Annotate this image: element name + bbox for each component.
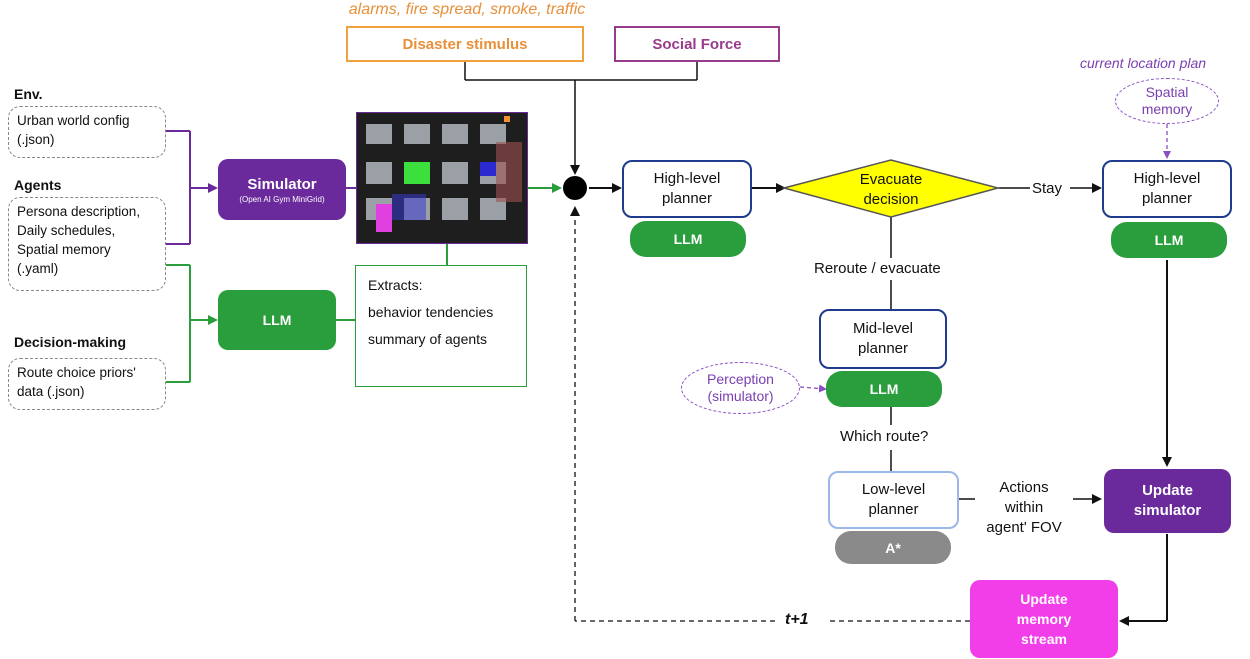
decision-line: Route choice priors'	[17, 365, 136, 380]
simulator-subtitle: (Open AI Gym MiniGrid)	[239, 194, 325, 204]
memory-perception-arrows	[799, 124, 1171, 393]
input-to-llm-lines	[166, 183, 562, 383]
social-force-label: Social Force	[652, 35, 742, 53]
update-memory-line: stream	[1021, 631, 1067, 647]
mid-level-planner: Mid-level planner	[819, 309, 947, 369]
update-simulator-line: Update	[1142, 482, 1193, 499]
evacuate-decision-label: Evacuate decision	[834, 170, 948, 210]
astar-box: A*	[835, 531, 951, 564]
extracts-behavior: behavior tendencies	[368, 304, 494, 320]
update-memory-line: memory	[1016, 611, 1072, 627]
update-memory-stream-box: Update memory stream	[970, 580, 1118, 658]
top-merge-lines	[464, 62, 698, 175]
decision-making-title: Decision-making	[14, 334, 127, 350]
spatial-memory-line: memory	[1141, 101, 1193, 117]
simulator-title: Simulator	[247, 175, 317, 193]
agents-config-box: Persona description, Daily schedules, Sp…	[8, 197, 166, 291]
planner-line: planner	[857, 340, 909, 357]
planner-line: planner	[868, 501, 919, 518]
main-flow-lines	[589, 183, 1172, 626]
agents-line: Daily schedules,	[17, 223, 116, 238]
update-memory-line: Update	[1020, 591, 1068, 607]
decision-making-box: Route choice priors' data (.json)	[8, 358, 166, 410]
t-plus-1-label: t+1	[785, 611, 809, 628]
llm-label: LLM	[673, 231, 703, 247]
feedback-loop-lines	[570, 206, 970, 622]
llm-extractor-box: LLM	[218, 290, 336, 350]
update-simulator-line: simulator	[1133, 502, 1202, 519]
llm-mid-level: LLM	[826, 371, 942, 407]
evacuate-decision-diamond	[781, 159, 1001, 218]
junction-dot	[563, 176, 587, 200]
input-to-simulator-lines	[166, 130, 356, 245]
update-simulator-box: Update simulator	[1104, 469, 1231, 533]
env-config-box: Urban world config (.json)	[8, 106, 166, 158]
actions-line: agent' FOV	[986, 519, 1062, 536]
llm-label: LLM	[1154, 232, 1184, 248]
extracts-box: Extracts: behavior tendencies summary of…	[355, 265, 527, 387]
planner-line: planner	[661, 190, 713, 207]
perception-line: (simulator)	[707, 388, 774, 404]
actions-line: within	[1004, 499, 1044, 516]
llm-extractor-label: LLM	[262, 312, 292, 328]
high-level-planner-right: High-level planner	[1102, 160, 1232, 218]
which-route-label: Which route?	[840, 428, 929, 445]
stay-label: Stay	[1032, 180, 1063, 197]
env-title: Env.	[14, 86, 43, 102]
llm-label: LLM	[869, 381, 899, 397]
planner-line: High-level	[653, 170, 721, 187]
perception-line: Perception	[707, 371, 774, 387]
planner-line: High-level	[1133, 170, 1201, 187]
minigrid-thumbnail	[355, 111, 529, 245]
planner-line: Low-level	[861, 481, 926, 498]
llm-high-level-right: LLM	[1111, 222, 1227, 258]
env-line: Urban world config	[17, 113, 130, 128]
disaster-stimulus-label: Disaster stimulus	[402, 35, 528, 53]
decision-line: data (.json)	[17, 384, 85, 399]
current-location-plan-label: current location plan	[1080, 55, 1207, 71]
extracts-summary: summary of agents	[368, 331, 488, 347]
agents-line: Spatial memory	[17, 242, 111, 257]
agents-line: (.yaml)	[17, 261, 59, 276]
extracts-title: Extracts:	[368, 277, 423, 293]
planner-line: planner	[1141, 190, 1193, 207]
env-line: (.json)	[17, 132, 55, 147]
planner-line: Mid-level	[852, 320, 913, 337]
agents-line: Persona description,	[17, 204, 141, 219]
reroute-label: Reroute / evacuate	[812, 260, 943, 277]
high-level-planner-left: High-level planner	[622, 160, 752, 218]
agents-title: Agents	[14, 177, 62, 193]
llm-high-level-left: LLM	[630, 221, 746, 257]
actions-label: Actions within agent' FOV	[975, 478, 1073, 538]
perception-ellipse: Perception(simulator)	[681, 362, 800, 414]
social-force-box: Social Force	[614, 26, 780, 62]
spatial-memory-line: Spatial	[1145, 84, 1189, 100]
actions-line: Actions	[999, 479, 1049, 496]
astar-label: A*	[885, 539, 901, 556]
minigrid-image	[355, 111, 529, 245]
decision-line: decision	[863, 191, 919, 208]
simulator-box: Simulator (Open AI Gym MiniGrid)	[218, 159, 346, 220]
stimulus-caption: alarms, fire spread, smoke, traffic	[348, 1, 586, 18]
low-level-planner: Low-level planner	[828, 471, 959, 529]
decision-line: Evacuate	[859, 171, 923, 188]
disaster-stimulus-box: Disaster stimulus	[346, 26, 584, 62]
